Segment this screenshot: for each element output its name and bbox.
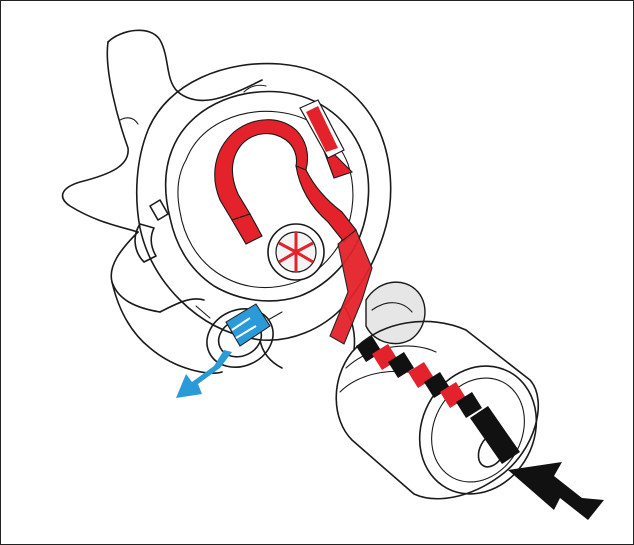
filter-flow-stripes (356, 336, 482, 418)
black-arrow-icon (508, 462, 604, 520)
inhalation-valve (268, 224, 324, 280)
inhaled-air-flow (215, 100, 372, 344)
blue-exhale-arrow-icon (176, 350, 232, 398)
